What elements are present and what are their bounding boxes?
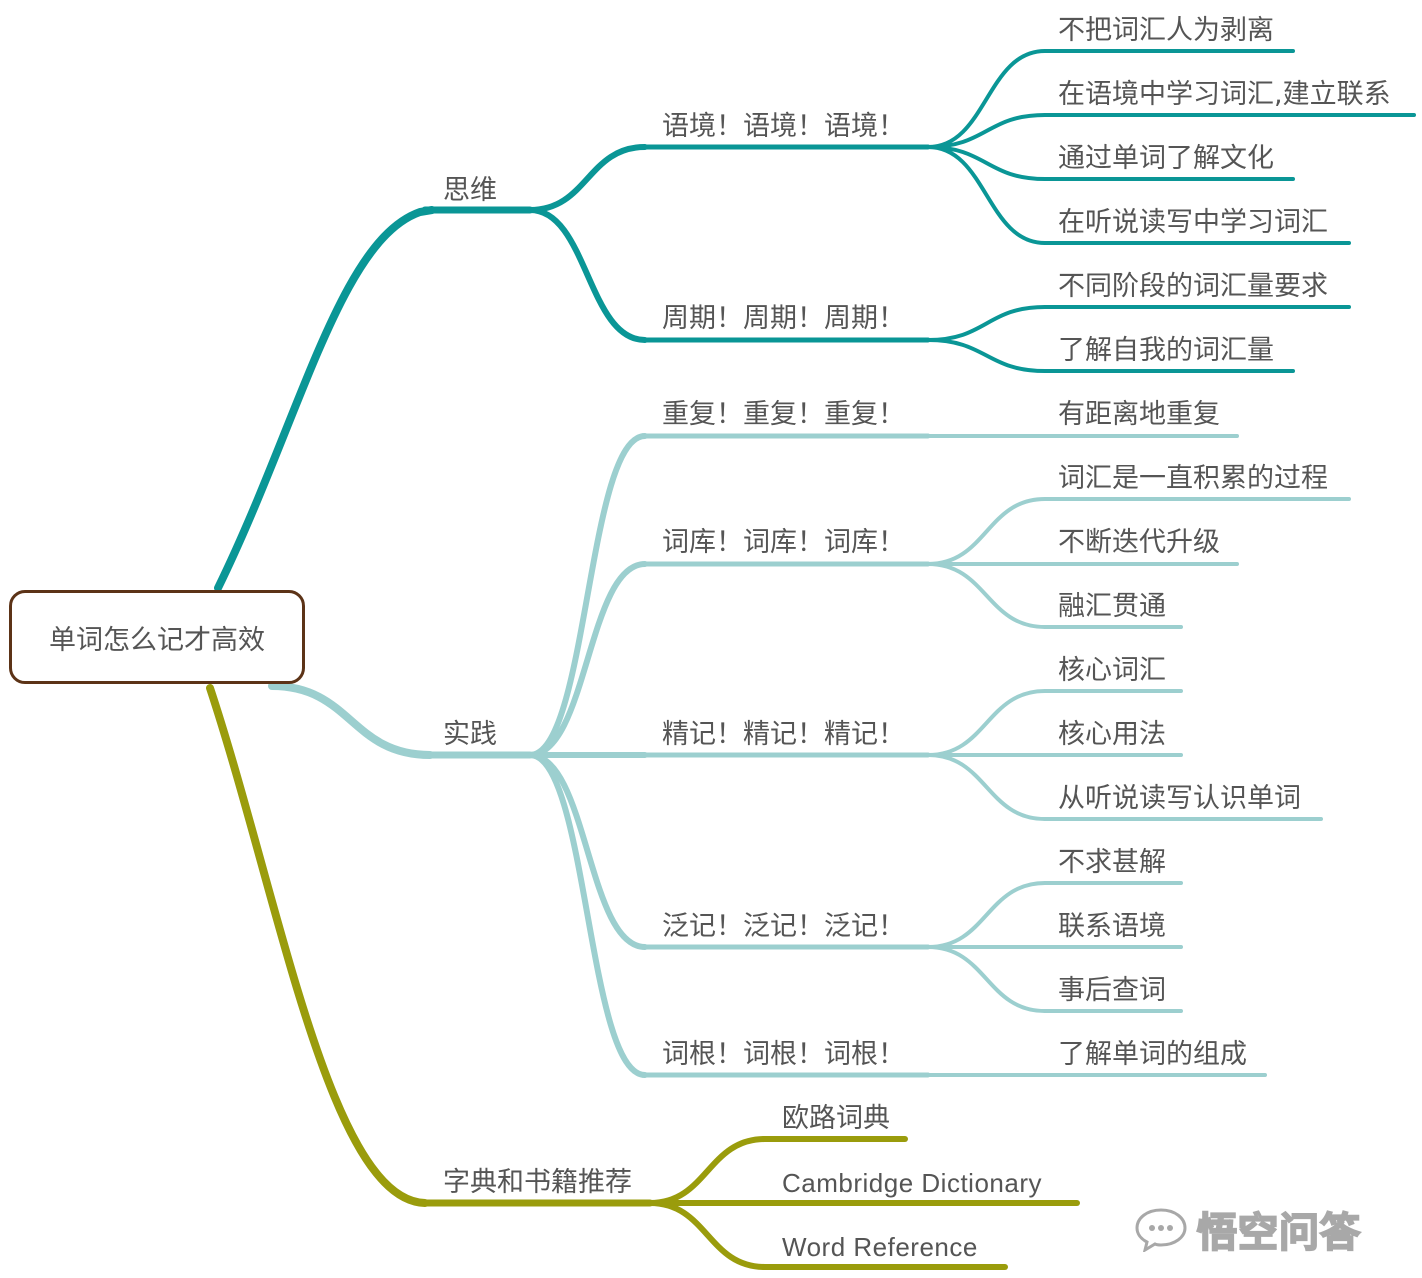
connector-cycle-leaf (926, 338, 1047, 373)
connector-root-practice (268, 682, 434, 759)
chat-bubble-logo-icon (1135, 1208, 1187, 1252)
leaf-label[interactable]: 不求甚解 (1058, 847, 1166, 878)
connector-context-leaf (926, 145, 1047, 181)
leaf-label[interactable]: 通过单词了解文化 (1058, 143, 1274, 174)
leaf-label[interactable]: 核心词汇 (1058, 655, 1166, 686)
root-node-label: 单词怎么记才高效 (49, 624, 265, 656)
connector-extensive-leaf (926, 881, 1047, 949)
connector-practice-topic (527, 561, 648, 758)
connector-context-leaf (926, 113, 1047, 149)
leaf-label[interactable]: 不断迭代升级 (1058, 527, 1220, 558)
leaf-label[interactable]: 在听说读写中学习词汇 (1058, 207, 1328, 238)
connector-context-leaf (926, 49, 1047, 149)
topic-label-context[interactable]: 语境！语境！语境！ (662, 111, 905, 142)
leaf-label[interactable]: 融汇贯通 (1058, 591, 1166, 622)
leaf-label[interactable]: 了解单词的组成 (1058, 1039, 1247, 1070)
connector-context-leaf (926, 145, 1047, 245)
leaf-label[interactable]: 欧路词典 (782, 1103, 890, 1134)
topic-label-extensive[interactable]: 泛记！泛记！泛记！ (662, 911, 905, 942)
connector-intensive-leaf (926, 689, 1047, 757)
leaf-label[interactable]: 在语境中学习词汇,建立联系 (1058, 79, 1391, 110)
connector-root-thinking (214, 206, 436, 592)
connector-wordbank-leaf (926, 562, 1047, 629)
connector-root-dictionaries (206, 684, 429, 1207)
leaf-label[interactable]: Cambridge Dictionary (782, 1168, 1042, 1198)
connector-practice-topic (527, 433, 648, 758)
root-node[interactable]: 单词怎么记才高效 (9, 590, 305, 684)
topic-label-roots[interactable]: 词根！词根！词根！ (662, 1039, 905, 1070)
leaf-label[interactable]: 联系语境 (1058, 911, 1166, 942)
connector-cycle-leaf (926, 305, 1047, 342)
leaf-label[interactable]: 不把词汇人为剥离 (1058, 15, 1274, 46)
leaf-label[interactable]: 从听说读写认识单词 (1058, 783, 1301, 814)
branch-label-practice[interactable]: 实践 (443, 719, 497, 750)
leaf-label[interactable]: Word Reference (782, 1232, 978, 1262)
leaf-label[interactable]: 有距离地重复 (1058, 399, 1220, 430)
connector-extensive-leaf (926, 945, 1047, 1013)
topic-label-repeat[interactable]: 重复！重复！重复！ (662, 399, 905, 430)
leaf-label[interactable]: 事后查词 (1058, 975, 1166, 1006)
connector-intensive-leaf (926, 753, 1047, 821)
leaf-label[interactable]: 词汇是一直积累的过程 (1058, 463, 1328, 494)
branch-label-thinking[interactable]: 思维 (443, 175, 497, 206)
connector-practice-topic (527, 752, 648, 1078)
leaf-label[interactable]: 了解自我的词汇量 (1058, 335, 1274, 366)
leaf-label[interactable]: 不同阶段的词汇量要求 (1058, 271, 1328, 302)
branch-label-dictionaries[interactable]: 字典和书籍推荐 (443, 1167, 632, 1198)
watermark: 悟空问答 (1133, 1200, 1361, 1258)
connector-thinking-cycle (527, 207, 648, 343)
watermark-text: 悟空问答 (1196, 1209, 1361, 1257)
connector-wordbank-leaf (926, 497, 1047, 566)
leaf-label[interactable]: 核心用法 (1058, 719, 1166, 750)
connector-thinking-context (527, 144, 648, 213)
topic-label-intensive[interactable]: 精记！精记！精记！ (662, 719, 905, 750)
connector-dictionaries-leaf (647, 1200, 768, 1270)
connector-practice-topic (527, 752, 648, 950)
topic-label-wordbank[interactable]: 词库！词库！词库！ (662, 527, 905, 558)
topic-label-cycle[interactable]: 周期！周期！周期！ (662, 303, 905, 334)
